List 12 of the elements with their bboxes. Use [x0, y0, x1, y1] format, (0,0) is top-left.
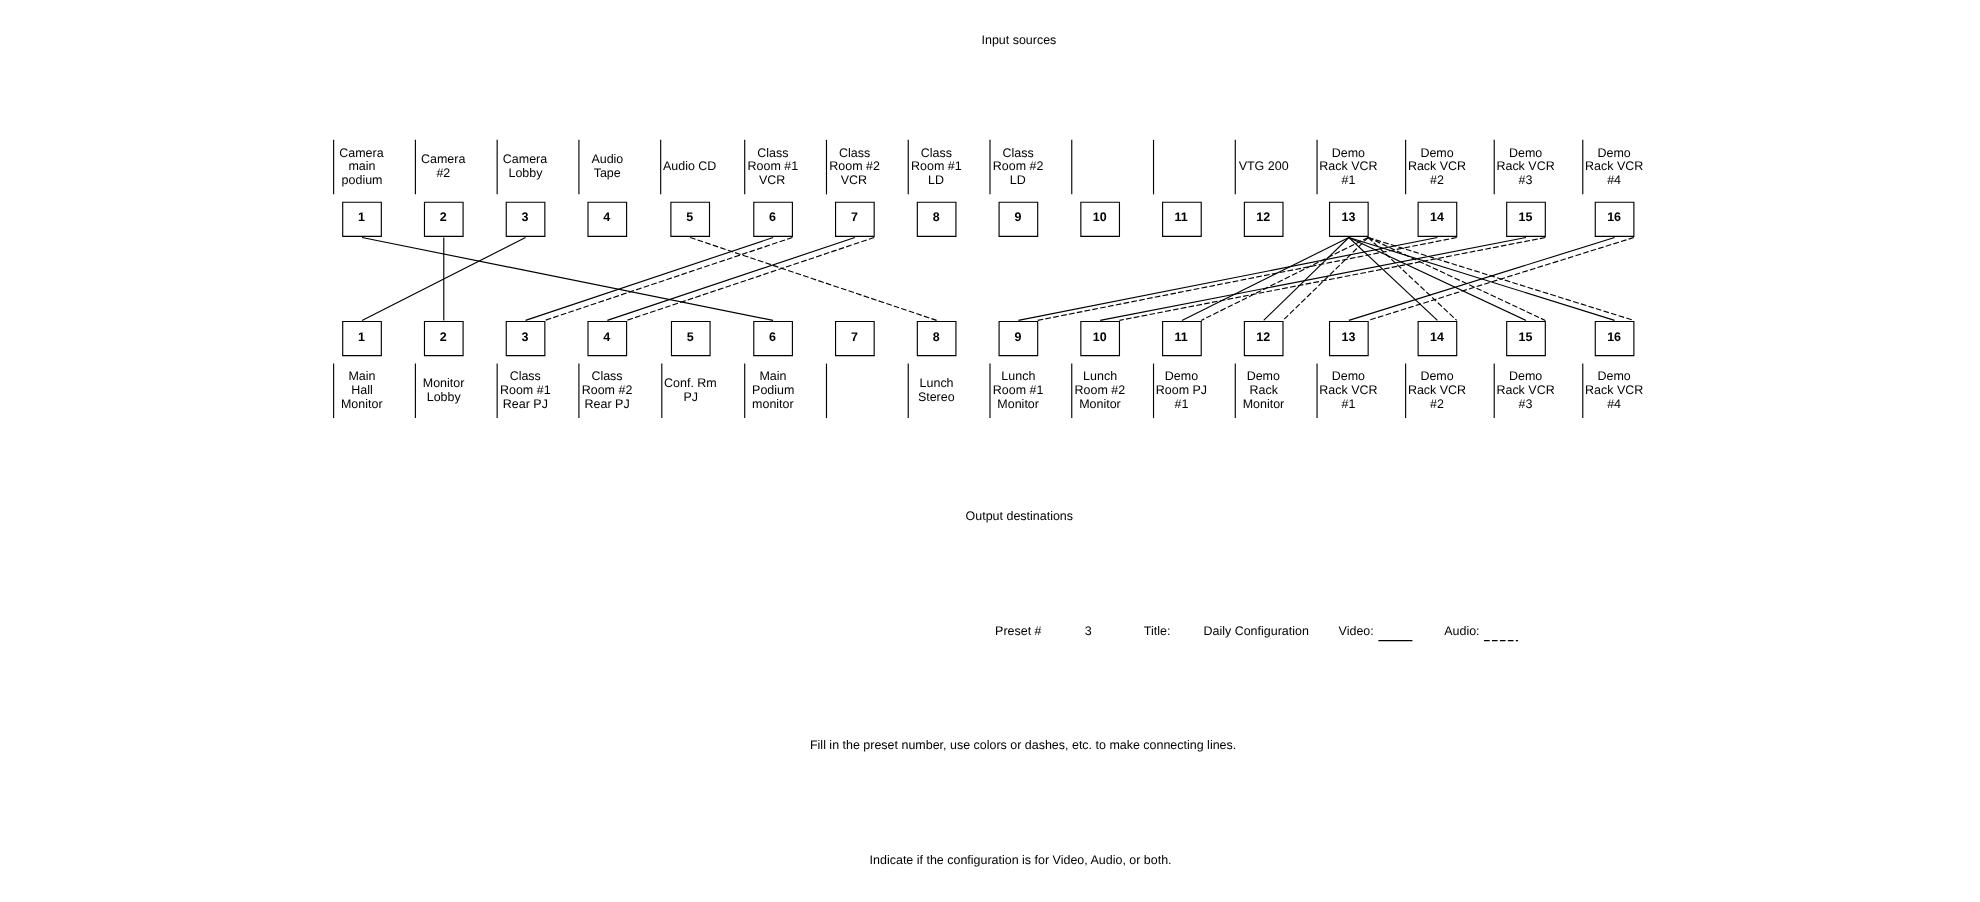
connector	[361, 236, 527, 321]
connector	[1367, 236, 1458, 321]
connector	[1181, 236, 1350, 321]
connector	[1263, 236, 1350, 321]
connector	[689, 236, 938, 321]
connector	[1282, 236, 1369, 321]
connector	[1200, 236, 1369, 321]
connector	[1367, 236, 1546, 321]
connector	[1348, 236, 1527, 321]
connector	[361, 236, 774, 321]
connector	[443, 236, 445, 321]
connector	[1348, 236, 1438, 321]
